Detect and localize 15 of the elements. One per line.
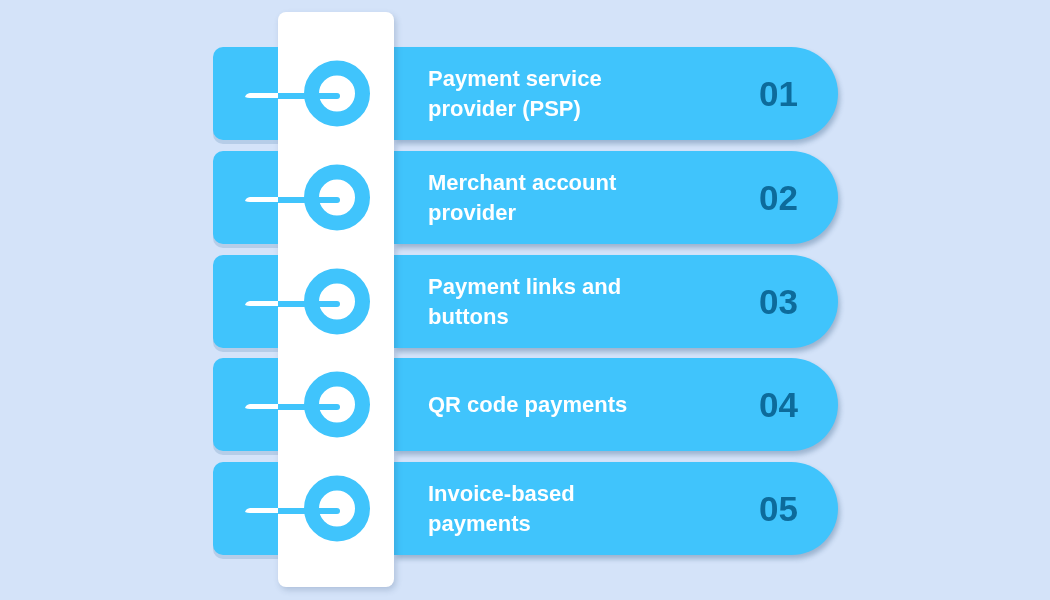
step-band: [394, 462, 838, 555]
step-band: [394, 47, 838, 140]
step-label: Payment links and buttons: [428, 272, 623, 331]
step-band: [394, 255, 838, 348]
step-band: [394, 358, 838, 451]
step-number: 01: [759, 73, 798, 114]
step-label: Invoice-based payments: [428, 479, 576, 538]
step-number: 05: [759, 488, 798, 529]
step-band: [394, 151, 838, 244]
step-number: 02: [759, 177, 798, 218]
step-label: Payment service provider (PSP): [428, 64, 603, 123]
step-number: 04: [759, 384, 798, 425]
step-number: 03: [759, 281, 798, 322]
step-label: Merchant account provider: [428, 168, 618, 227]
step-label: QR code payments: [428, 390, 629, 419]
